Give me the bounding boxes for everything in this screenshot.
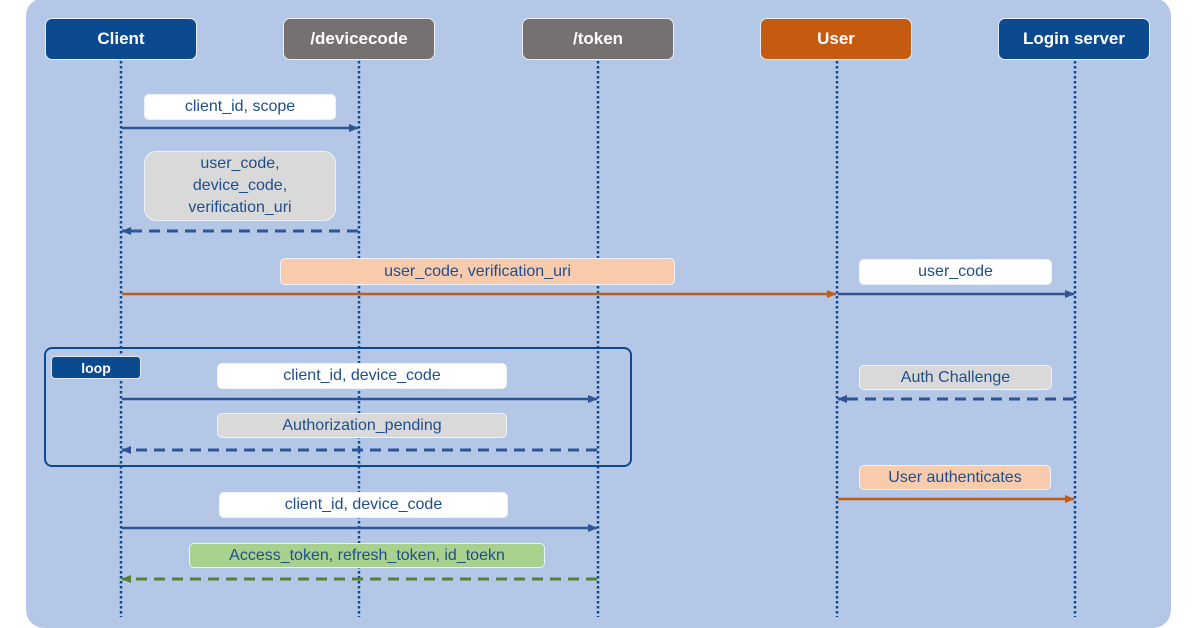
message-label-user-code-verification-uri: user_code, verification_uri: [280, 258, 675, 285]
loop-tag: loop: [51, 356, 141, 379]
actor-devicecode-endpoint[interactable]: /devicecode: [283, 18, 435, 60]
message-label-client-id-scope: client_id, scope: [144, 94, 336, 120]
message-label-device-code-response: user_code, device_code, verification_uri: [144, 151, 336, 221]
actor-token-endpoint[interactable]: /token: [522, 18, 674, 60]
actor-user[interactable]: User: [760, 18, 912, 60]
message-label-client-id-device-code: client_id, device_code: [219, 492, 508, 518]
loop-frame: [44, 347, 632, 467]
message-label-user-authenticates: User authenticates: [859, 465, 1051, 490]
message-label-client-id-device-code-loop: client_id, device_code: [217, 363, 507, 389]
actor-client[interactable]: Client: [45, 18, 197, 60]
message-label-authorization-pending: Authorization_pending: [217, 413, 507, 438]
message-label-tokens-response: Access_token, refresh_token, id_toekn: [189, 543, 545, 568]
message-label-user-code: user_code: [859, 259, 1052, 285]
message-label-auth-challenge: Auth Challenge: [859, 365, 1052, 390]
actor-login-server[interactable]: Login server: [998, 18, 1150, 60]
message-label-text: user_code, device_code, verification_uri: [188, 155, 292, 216]
